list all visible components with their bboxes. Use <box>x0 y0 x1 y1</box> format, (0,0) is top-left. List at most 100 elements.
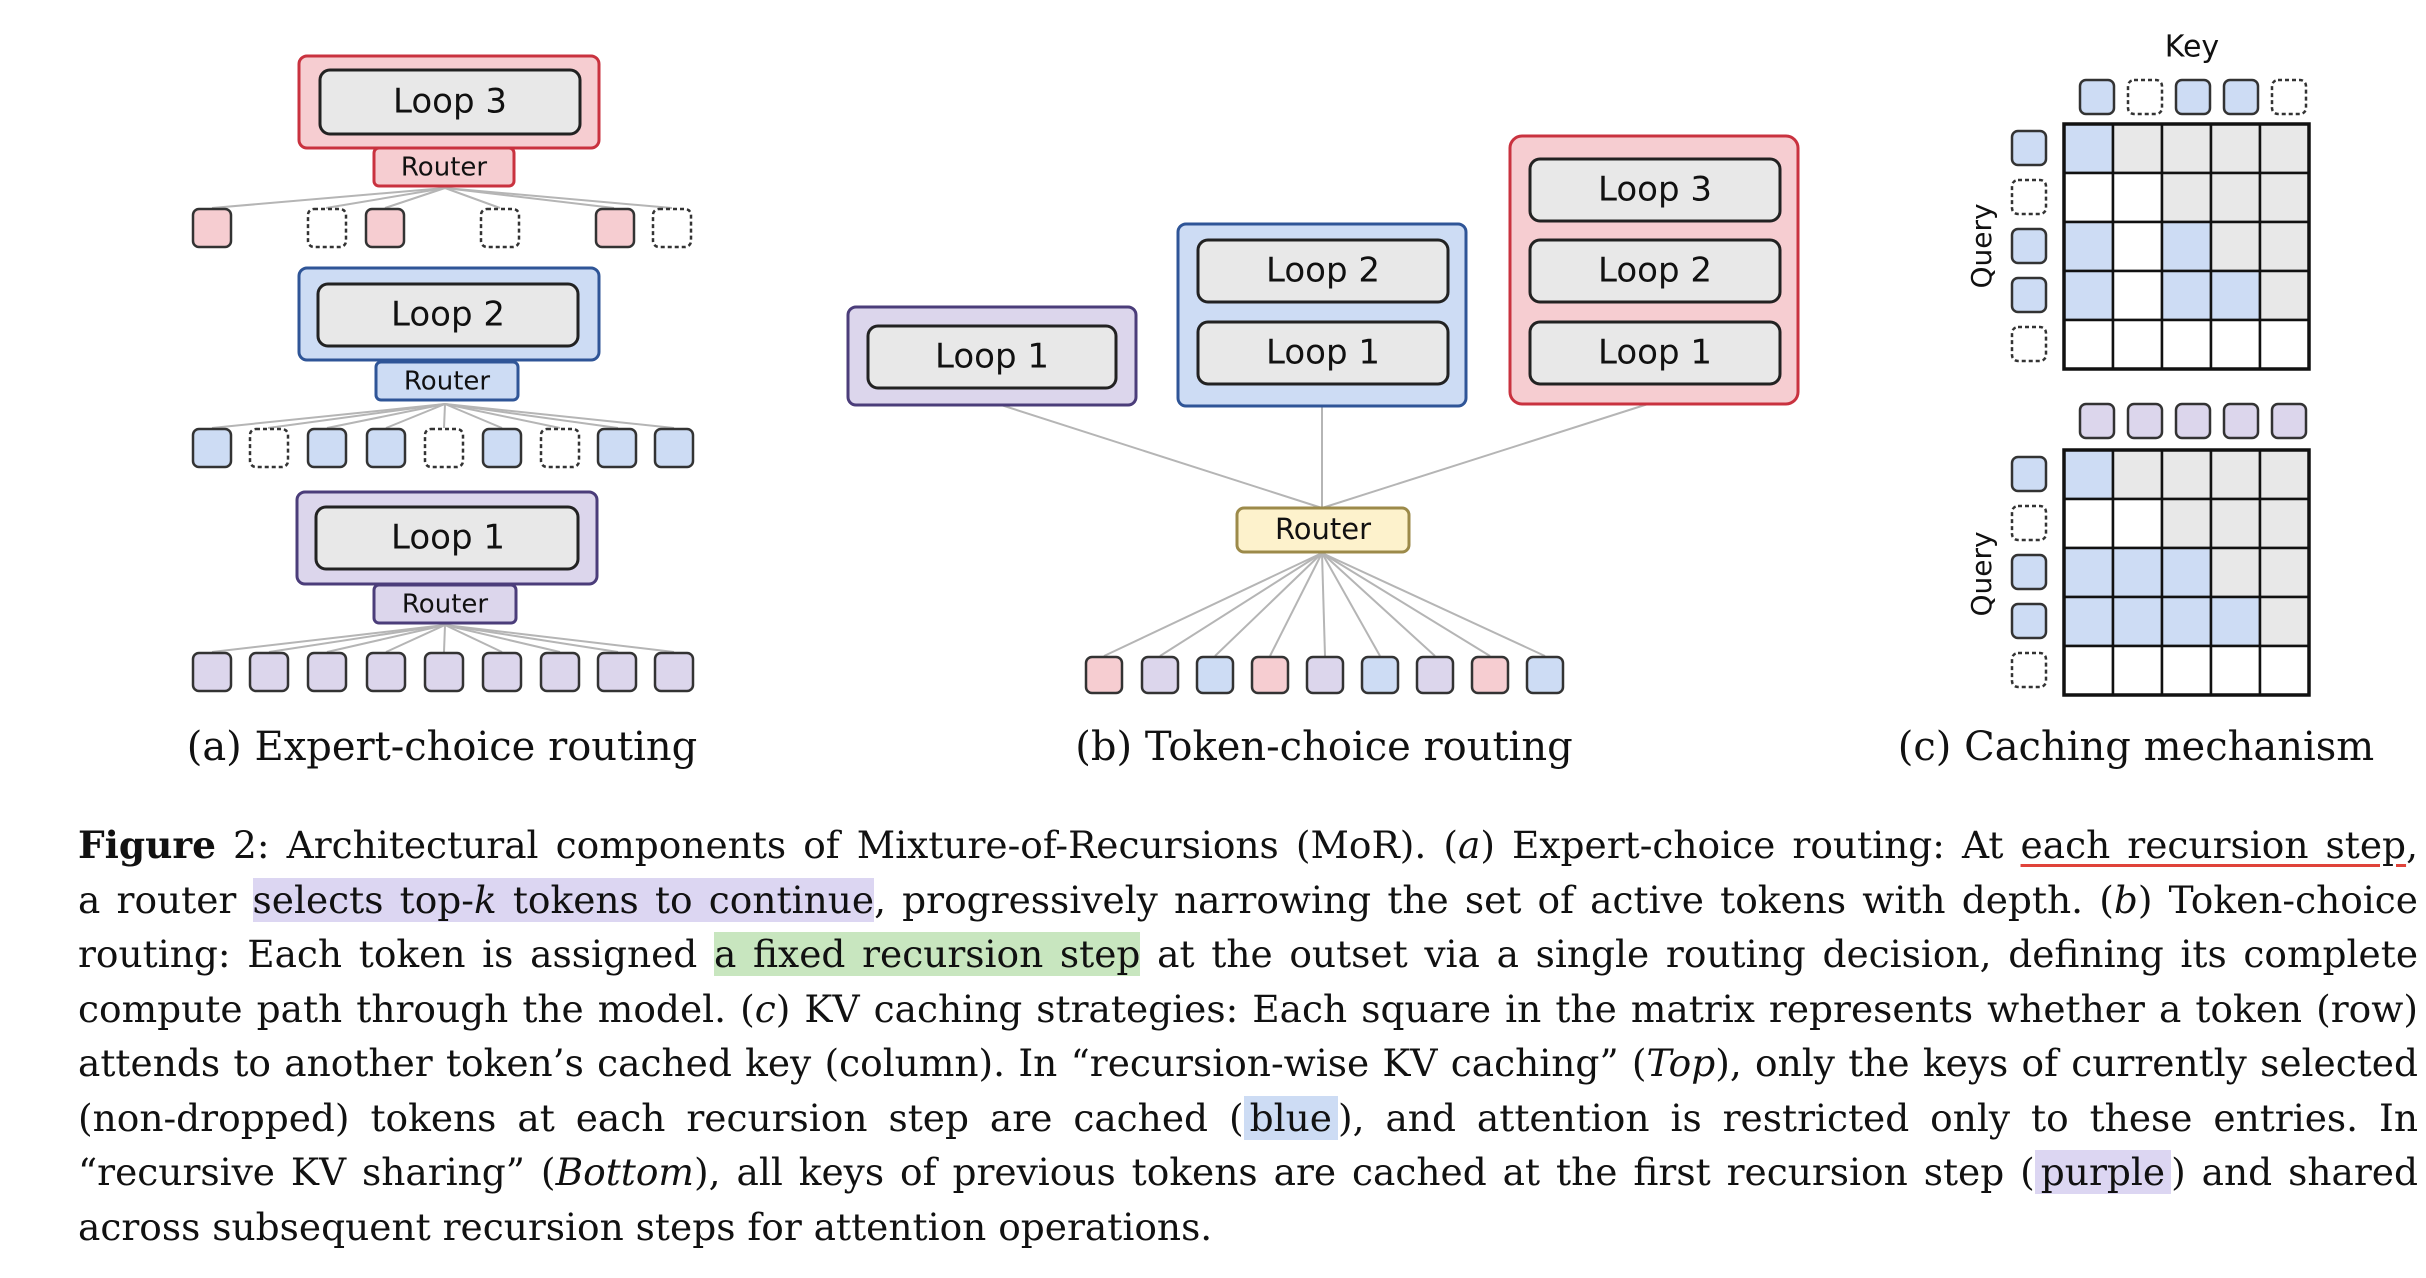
caption-underlined: each recursion step <box>2020 823 2407 867</box>
query-token <box>2010 553 2048 591</box>
matrix-cell <box>2209 122 2262 175</box>
loop1-box <box>314 505 580 571</box>
matrix-cell <box>2160 448 2213 501</box>
panel-a-connections <box>211 187 675 653</box>
b-group2-loop2-box <box>1196 238 1450 304</box>
query-label-bottom: Query <box>1965 531 1998 616</box>
matrix-cell <box>2062 595 2115 648</box>
architecture-diagram: Loop 3 Router Loop 2 Router Loop 1 Route… <box>187 30 2375 771</box>
token-active <box>365 427 407 469</box>
matrix-cell <box>2062 448 2115 501</box>
b-group1-loop1-box <box>866 324 1118 390</box>
caption-line-3: routing: Each token is assigned a fixed … <box>78 927 2418 982</box>
key-token <box>2078 78 2116 116</box>
token-active <box>653 651 695 693</box>
caption-text: ) Expert-choice routing: At <box>1480 823 2021 867</box>
key-token <box>2222 78 2260 116</box>
panel-a-tokens-row2 <box>191 427 695 469</box>
panel-b-caption: (b) Token-choice routing <box>1075 724 1572 770</box>
caption-line-6: (non-dropped) tokens at each recursion s… <box>78 1091 2418 1146</box>
router-mid <box>374 360 520 402</box>
caption-highlight-blue: blue <box>1243 1095 1338 1140</box>
caption-highlight-purple: selects top-k tokens to continue <box>252 877 875 922</box>
caption-text: across subsequent recursion steps for at… <box>78 1204 1213 1249</box>
key-token <box>2126 402 2164 440</box>
matrix-cell <box>2209 546 2262 599</box>
token <box>1360 655 1400 695</box>
matrix-cell <box>2160 595 2213 648</box>
caption-text: attends to another token’s cached key (c… <box>78 1041 1647 1085</box>
token-active <box>539 651 581 693</box>
b-router-label: Router <box>1275 512 1371 546</box>
matrix-cell <box>2160 546 2213 599</box>
token-dropped <box>306 207 348 249</box>
token-dropped <box>651 207 693 249</box>
router-mid-label: Router <box>404 367 490 397</box>
query-token-dropped <box>2010 651 2048 689</box>
matrix-cell <box>2160 644 2213 697</box>
key-token <box>2174 78 2212 116</box>
top-attention-matrix <box>2062 122 2311 371</box>
matrix-cell <box>2258 644 2311 697</box>
panel-b-token-choice: Loop 1 Loop 2 Loop 1 Loop 3 Loop 2 Loop … <box>846 134 1800 770</box>
b-group3-loop2-box <box>1528 238 1782 304</box>
matrix-cell <box>2209 448 2262 501</box>
panel-c-caption: (c) Caching mechanism <box>1898 724 2374 770</box>
caption-italic: Top <box>1646 1041 1716 1085</box>
caption-italic: k <box>473 877 497 922</box>
caption-line-1: Figure 2: Architectural components of Mi… <box>78 818 2418 873</box>
matrix-cell <box>2111 448 2164 501</box>
figure-number: 2: <box>215 823 287 867</box>
caption-italic: b <box>2113 877 2138 922</box>
matrix-cell <box>2258 497 2311 550</box>
query-token-dropped <box>2010 504 2048 542</box>
query-token <box>2010 276 2048 314</box>
caption-text: (non-dropped) tokens at each recursion s… <box>78 1095 1244 1140</box>
matrix-cell <box>2258 171 2311 224</box>
token-active <box>365 651 407 693</box>
router-bottom-label: Router <box>402 590 488 620</box>
token <box>1140 655 1180 695</box>
loop2-label: Loop 2 <box>391 295 505 335</box>
token <box>1250 655 1290 695</box>
matrix-cell <box>2209 269 2262 322</box>
caption-text: Architectural components of Mixture-of-R… <box>286 823 1458 867</box>
query-token-dropped <box>2010 325 2048 363</box>
matrix-cell <box>2111 220 2164 273</box>
top-key-tokens <box>2078 78 2308 116</box>
key-token <box>2222 402 2260 440</box>
token <box>1084 655 1124 695</box>
b-group1-loop1-label: Loop 1 <box>935 337 1049 377</box>
matrix-cell <box>2062 171 2115 224</box>
matrix-cell <box>2062 318 2115 371</box>
loop1-label: Loop 1 <box>391 518 505 558</box>
query-token <box>2010 129 2048 167</box>
matrix-cell <box>2062 269 2115 322</box>
loop2-box <box>316 282 580 348</box>
matrix-cell <box>2258 318 2311 371</box>
caption-text: routing: Each token is assigned <box>78 932 714 976</box>
token-dropped <box>248 427 290 469</box>
matrix-cell <box>2209 220 2262 273</box>
router-top <box>372 146 516 188</box>
b-group2-loop2-label: Loop 2 <box>1266 251 1380 291</box>
matrix-border <box>2062 448 2311 697</box>
bottom-attention-matrix <box>2062 448 2311 697</box>
token-active <box>306 651 348 693</box>
matrix-cell <box>2160 122 2213 175</box>
panel-a-tokens-row1 <box>191 651 695 693</box>
matrix-cell <box>2062 546 2115 599</box>
query-token <box>2010 455 2048 493</box>
token-dropped <box>479 207 521 249</box>
caption-text: ), only the keys of currently selected <box>1715 1041 2418 1085</box>
token-active <box>191 427 233 469</box>
caption-text: ) Token-choice <box>2137 877 2418 922</box>
token-active <box>653 427 695 469</box>
caption-text: ), and attention is restricted only to t… <box>1337 1095 2418 1140</box>
matrix-cell <box>2160 318 2213 371</box>
matrix-cell <box>2160 269 2213 322</box>
caption-italic: a <box>1457 823 1481 867</box>
caption-text: , progressively narrowing the set of act… <box>874 877 2114 922</box>
caption-text: at the outset via a single routing decis… <box>1140 932 2419 976</box>
caption-text: “recursive KV sharing” ( <box>78 1150 556 1194</box>
